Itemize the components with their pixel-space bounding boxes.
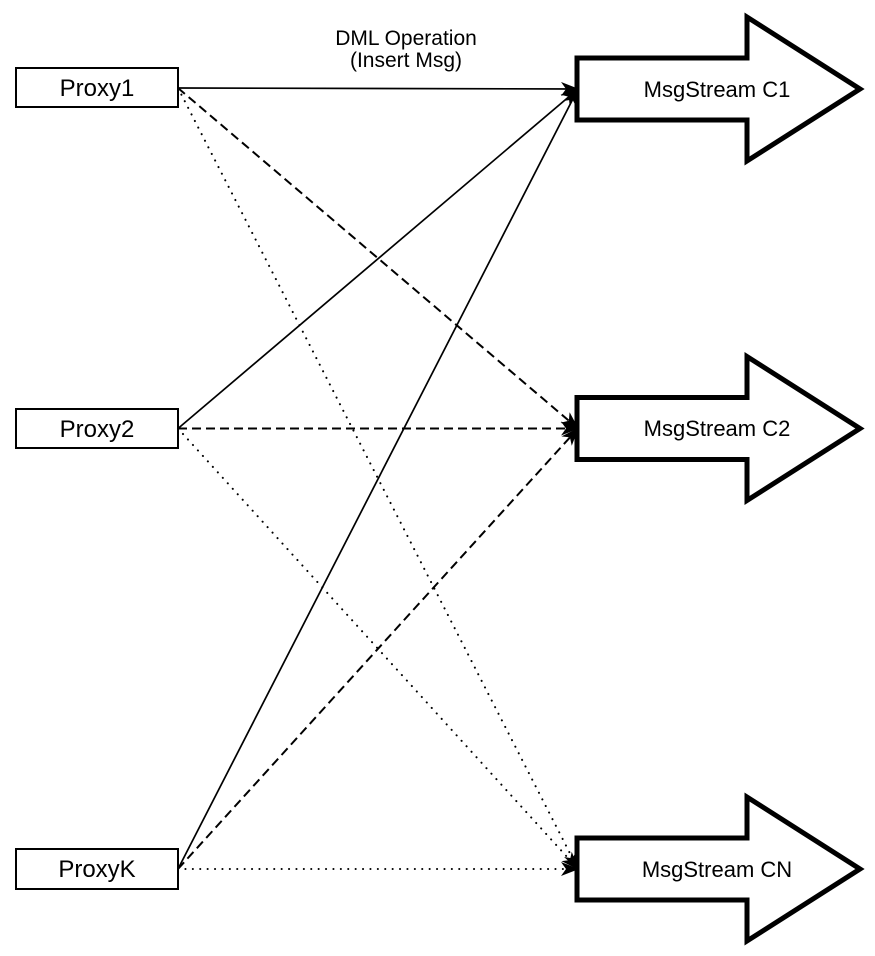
proxy1-label: Proxy1 [60,75,135,102]
edge-proxy2-to-c1 [177,88,579,430]
stream-node-c1: MsgStream C1 [574,12,865,166]
edge-proxy2-to-cn [177,427,579,870]
proxy1-box [15,67,179,108]
c1-block-arrow-shape [574,12,865,166]
edge-proxy1-to-c2 [177,87,579,430]
stream-node-c2: MsgStream C2 [574,351,865,506]
edge-proxyk-to-c1 [177,88,579,870]
diagram-title-line1: DML Operation [335,27,477,50]
proxy-node-proxy2: Proxy2 [15,408,179,449]
c2-label: MsgStream C2 [644,416,791,441]
proxy2-label: Proxy2 [60,416,135,443]
proxyk-label: ProxyK [58,856,135,883]
edges-layer [177,81,579,876]
c1-label: MsgStream C1 [644,77,791,102]
edge-proxyk-to-c2 [177,427,579,870]
c2-block-arrow-shape [574,351,865,506]
stream-node-cn: MsgStream CN [574,792,865,946]
proxy-node-proxy1: Proxy1 [15,67,179,108]
proxy-node-proxyk: ProxyK [15,848,179,890]
cn-label: MsgStream CN [642,857,792,882]
diagram-title-line2: (Insert Msg) [350,49,462,72]
edge-proxy1-to-c1 [177,81,579,96]
cn-block-arrow-shape [574,792,865,946]
